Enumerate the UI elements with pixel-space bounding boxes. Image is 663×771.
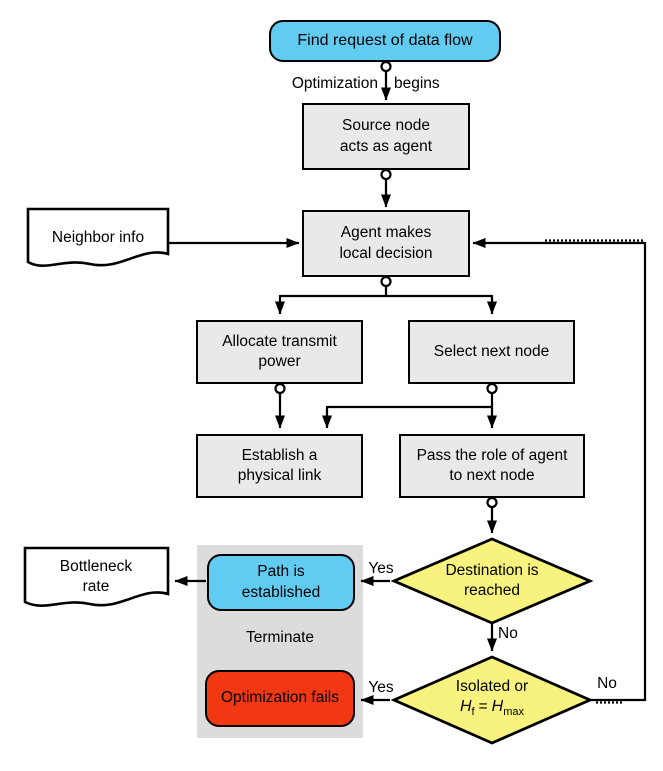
isolated-diamond (390, 655, 594, 745)
isolated-no-label: No (597, 675, 617, 692)
allocate-power-node: Allocate transmit power (196, 320, 363, 384)
source-node: Source node acts as agent (302, 103, 470, 170)
optimization-label: Optimization (291, 75, 378, 92)
destination-no-label: No (498, 625, 518, 642)
destination-reached-diamond (390, 537, 594, 625)
isolated-condition-math: Hf=Hmax (459, 698, 525, 719)
select-next-node-label: Select next node (433, 342, 550, 360)
connector-dot-select (486, 382, 498, 395)
bottleneck-rate-label: Bottleneck rate (59, 558, 133, 596)
connector-dot-pass (486, 496, 498, 509)
connector-dot-agent (380, 275, 392, 288)
find-request-node: Find request of data flow (269, 20, 501, 62)
isolated-label-line1: Isolated or (455, 678, 529, 695)
optimization-fails-label: Optimization fails (220, 689, 339, 707)
destination-yes-label: Yes (368, 560, 394, 577)
establish-link-node: Establish a physical link (196, 434, 363, 498)
connector-dot-allocate (274, 382, 286, 395)
optimization-fails-node: Optimization fails (205, 670, 355, 727)
agent-decision-node: Agent makes local decision (302, 210, 470, 277)
pass-role-label: Pass the role of agent to next node (416, 446, 568, 484)
bottleneck-rate-document (23, 546, 170, 607)
pass-role-node: Pass the role of agent to next node (399, 434, 585, 498)
allocate-power-label: Allocate transmit power (222, 332, 337, 370)
path-established-node: Path is established (207, 554, 355, 611)
connector-dot-source (380, 168, 392, 181)
isolated-label: Isolated or Hf=Hmax (407, 677, 577, 720)
isolated-yes-label: Yes (368, 679, 394, 696)
source-node-label: Source node acts as agent (339, 117, 433, 155)
terminate-label: Terminate (245, 629, 315, 646)
connector-dot-find (380, 60, 392, 73)
establish-link-label: Establish a physical link (237, 446, 322, 484)
agent-decision-label: Agent makes local decision (339, 224, 433, 262)
begins-label: begins (394, 75, 440, 92)
neighbor-info-label: Neighbor info (51, 229, 145, 246)
path-established-label: Path is established (241, 563, 321, 601)
find-request-label: Find request of data flow (297, 32, 473, 50)
neighbor-info-document (26, 207, 170, 267)
destination-reached-label: Destination is reached (445, 562, 539, 600)
select-next-node: Select next node (408, 320, 575, 384)
